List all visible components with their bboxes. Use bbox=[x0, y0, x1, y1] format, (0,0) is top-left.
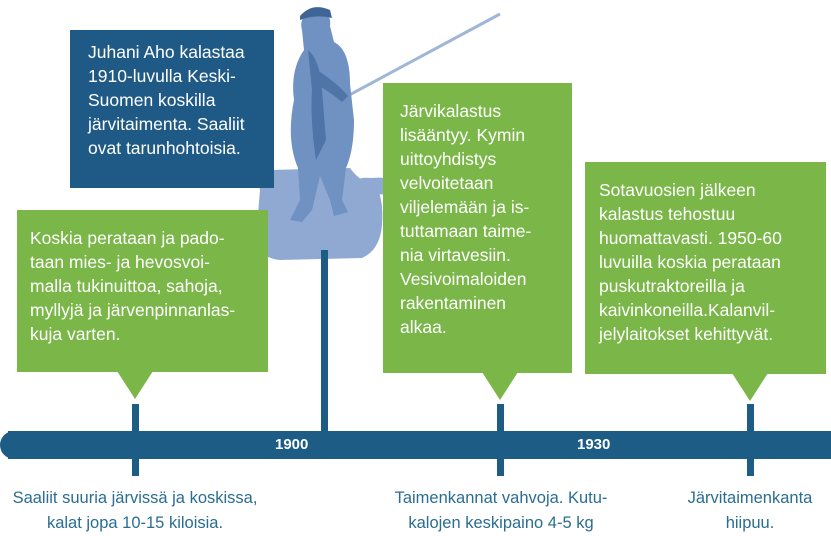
postwar-box-pointer bbox=[732, 373, 768, 401]
caption-right: Järvitaimenkanta hiipuu. bbox=[687, 489, 813, 532]
timeline-bar bbox=[8, 431, 831, 459]
fishing-rod bbox=[339, 12, 501, 102]
tick-right-bottom bbox=[747, 458, 754, 476]
tick-left-top bbox=[132, 404, 139, 432]
caption-left: Saaliit suuria järvissä ja koskissa, kal… bbox=[12, 489, 258, 532]
rock-shape bbox=[256, 168, 383, 260]
lake-box-pointer bbox=[482, 372, 518, 400]
tick-middle-bottom bbox=[497, 458, 504, 476]
year-label-1930: 1930 bbox=[577, 436, 611, 453]
tick-left-bottom bbox=[132, 458, 139, 476]
figure-pole bbox=[321, 250, 328, 433]
aho-info-box: Juhani Aho kalastaa 1910-luvulla Keski- … bbox=[70, 30, 274, 188]
caption-middle: Taimenkannat vahvoja. Kutu- kalojen kesk… bbox=[394, 489, 608, 532]
fisherman-shade bbox=[308, 50, 326, 160]
rivers-box-pointer bbox=[117, 371, 153, 399]
tick-middle-top bbox=[497, 404, 504, 432]
fisherman-arm bbox=[316, 72, 348, 102]
postwar-info-box: Sotavuosien jälkeen kalastus tehostuu hu… bbox=[585, 162, 826, 374]
year-label-1900: 1900 bbox=[275, 436, 309, 453]
fisherman-icon bbox=[256, 7, 501, 260]
tick-right-top bbox=[747, 404, 754, 432]
rivers-info-box: Koskia perataan ja pado- taan mies- ja h… bbox=[17, 210, 268, 372]
lake-fishing-info-box: Järvikalastus lisääntyy. Kymin uittoyhdi… bbox=[383, 83, 572, 373]
fisherman-cap bbox=[300, 7, 332, 20]
